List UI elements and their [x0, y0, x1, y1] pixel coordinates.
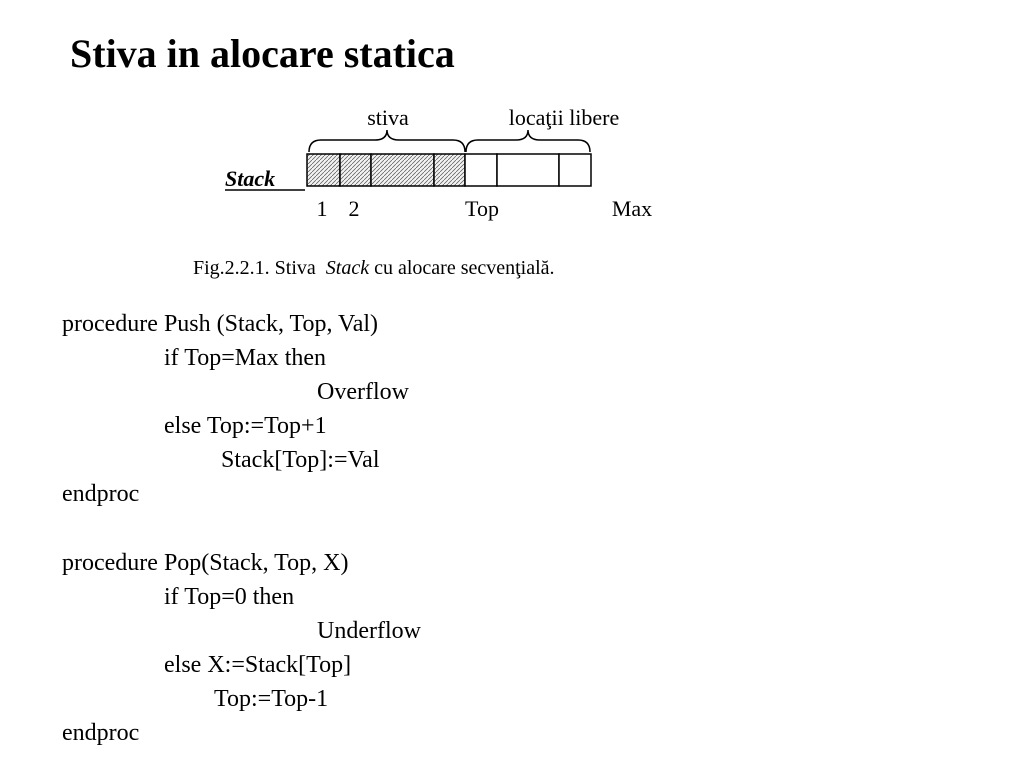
- index-top: Top: [465, 196, 499, 221]
- figure-caption: Fig.2.2.1. Stiva Stack cu alocare secven…: [193, 257, 555, 280]
- pop-line-1: procedure Pop(Stack, Top, X): [62, 550, 349, 576]
- push-line-2: if Top=Max then: [164, 345, 327, 371]
- brace-stack: [308, 129, 466, 153]
- free-cell-1: [464, 153, 498, 187]
- stack-cell-2: [339, 153, 372, 187]
- stack-cell-top: [433, 153, 466, 187]
- caption-italic: Stack: [325, 257, 370, 279]
- stack-diagram: stiva locaţii libere Stack 1 2 Top Max: [225, 105, 652, 221]
- stack-label: Stack: [225, 166, 275, 191]
- free-cell-middle: [496, 153, 560, 187]
- push-line-5: Stack[Top]:=Val: [221, 447, 380, 473]
- free-cell-max: [558, 153, 592, 187]
- index-max: Max: [612, 196, 652, 221]
- push-line-4: else Top:=Top+1: [164, 413, 327, 439]
- push-line-3: Overflow: [317, 379, 409, 405]
- pop-line-3: Underflow: [317, 618, 421, 644]
- pop-line-2: if Top=0 then: [164, 584, 295, 610]
- page-title: Stiva in alocare statica: [70, 31, 455, 76]
- caption-prefix: Fig.2.2.1. Stiva: [193, 257, 326, 279]
- index-1: 1: [317, 196, 328, 221]
- pop-line-6: endproc: [62, 720, 140, 746]
- index-2: 2: [349, 196, 360, 221]
- brace-free-label: locaţii libere: [509, 105, 620, 130]
- push-line-1: procedure Push (Stack, Top, Val): [62, 311, 379, 337]
- caption-suffix: cu alocare secvenţială.: [369, 257, 555, 279]
- stack-cell-middle: [370, 153, 435, 187]
- brace-free: [465, 129, 591, 153]
- pop-line-5: Top:=Top-1: [214, 686, 329, 712]
- brace-stack-label: stiva: [367, 105, 409, 130]
- pop-line-4: else X:=Stack[Top]: [164, 652, 352, 678]
- stack-cell-1: [306, 153, 341, 187]
- push-line-6: endproc: [62, 481, 140, 507]
